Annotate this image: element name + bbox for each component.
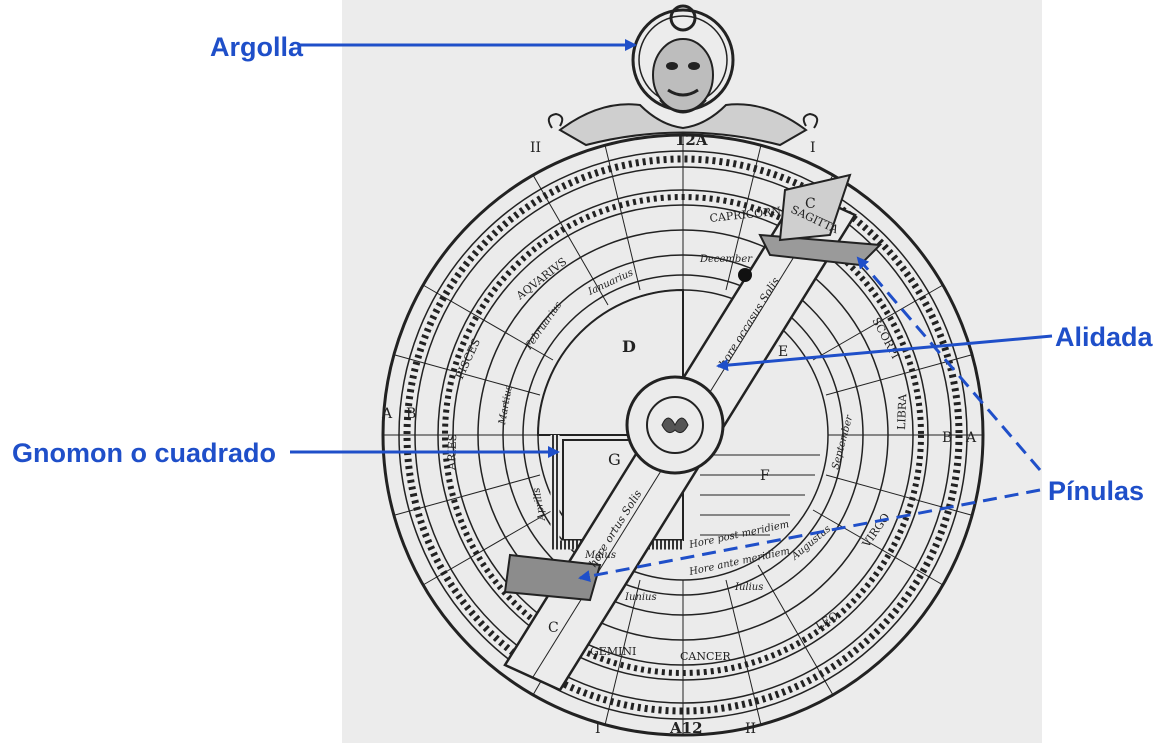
hour-mark-bottom-center: A12 <box>669 719 703 737</box>
zodiac-libra: LIBRA <box>895 393 909 430</box>
quadrant-letter-g: G <box>608 450 621 469</box>
side-letter-b-right: B <box>942 430 952 446</box>
quadrant-letter-f: F <box>760 468 770 484</box>
gnomon-label: Gnomon o cuadrado <box>12 438 276 468</box>
hour-mark-bottom-left: I <box>595 721 601 737</box>
side-letter-a-left: A <box>381 406 393 422</box>
zodiac-gemini: GEMINI <box>590 645 636 658</box>
suspension-ring <box>547 4 819 147</box>
month-maius: Maius <box>584 550 616 561</box>
quadrant-letter-d: D <box>622 337 636 356</box>
hour-mark-top-left: II <box>530 140 541 156</box>
pinulas-arrow-lower <box>578 488 1041 583</box>
pinulas-arrow-upper <box>856 256 1042 471</box>
hour-mark-bottom-right: II <box>745 721 756 737</box>
alidade-letter-c-top: C <box>805 196 816 212</box>
annotations: Argolla Alidada Gnomon o cuadrado Pínula… <box>12 32 1154 583</box>
alidada-arrow <box>716 334 1053 372</box>
hour-mark-top-right: I <box>810 140 816 156</box>
month-december: December <box>699 254 753 265</box>
side-letter-a-right: A <box>965 430 977 446</box>
side-letter-b-left: B <box>406 406 416 422</box>
zodiac-cancer: CANCER <box>680 650 731 663</box>
pinulas-label: Pínulas <box>1048 476 1144 506</box>
argolla-label: Argolla <box>210 32 304 62</box>
month-iulius: Iulius <box>734 582 763 593</box>
astrolabe-body <box>381 133 985 737</box>
hour-mark-top-center: 12A <box>675 131 708 149</box>
quadrant-letter-e: E <box>778 344 788 360</box>
alidade-letter-c-bottom: C <box>548 620 559 636</box>
month-iunius: Iunius <box>624 592 657 603</box>
alidada-label: Alidada <box>1055 322 1154 352</box>
